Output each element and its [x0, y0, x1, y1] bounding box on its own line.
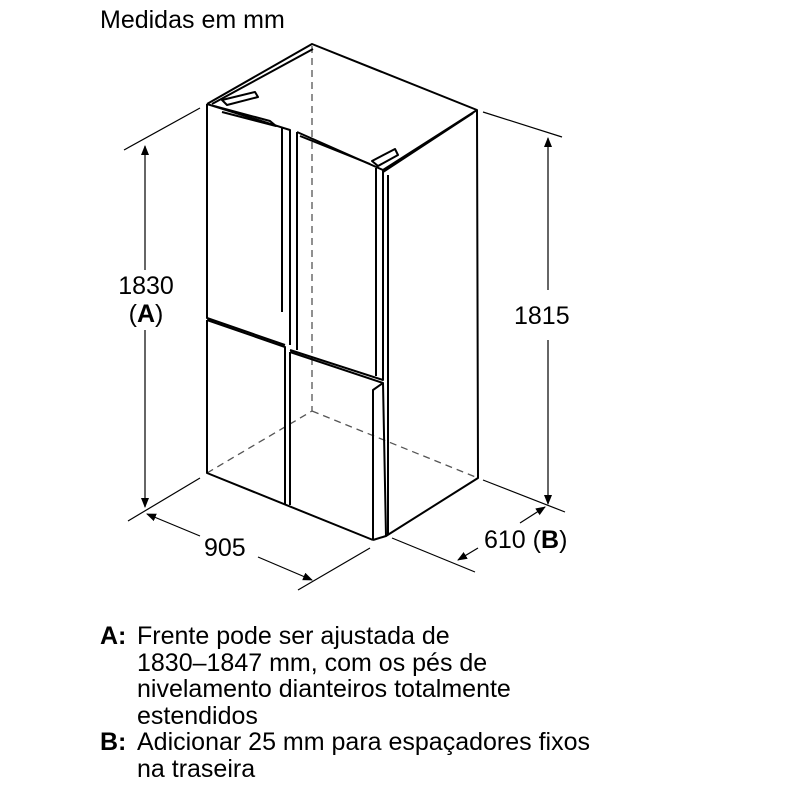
- note-line: nivelamento dianteiros totalmente: [137, 675, 511, 703]
- note-key: B:: [100, 728, 127, 756]
- height-front-label: 1830 (A): [114, 272, 178, 328]
- depth-value: 610: [484, 526, 526, 554]
- note-line: 1830–1847 mm, com os pés de: [137, 648, 488, 677]
- height-front-ref: (A): [128, 300, 164, 328]
- note-b: B: Adicionar 25 mm para espaçadores fixo…: [100, 729, 780, 782]
- diagram-title: Medidas em mm: [100, 6, 285, 34]
- dimension-lines: [123, 107, 566, 591]
- note-line: estendidos: [137, 701, 258, 730]
- ref-a: A: [136, 300, 156, 328]
- note-key: A:: [100, 622, 127, 650]
- notes: A: Frente pode ser ajustada de 1830–1847…: [100, 623, 780, 782]
- ref-b: B: [541, 526, 560, 554]
- note-line: Adicionar 25 mm para espaçadores fixos: [137, 728, 591, 756]
- height-side-label: 1815: [514, 302, 570, 330]
- depth-label: 610 (B): [484, 526, 568, 554]
- note-line: na traseira: [137, 754, 256, 783]
- height-front-value: 1830: [118, 272, 174, 300]
- note-line: Frente pode ser ajustada de: [137, 622, 450, 650]
- width-label: 905: [204, 534, 246, 562]
- hidden-edges: [206, 46, 479, 479]
- note-a: A: Frente pode ser ajustada de 1830–1847…: [100, 623, 780, 729]
- fridge-outline: [206, 43, 479, 541]
